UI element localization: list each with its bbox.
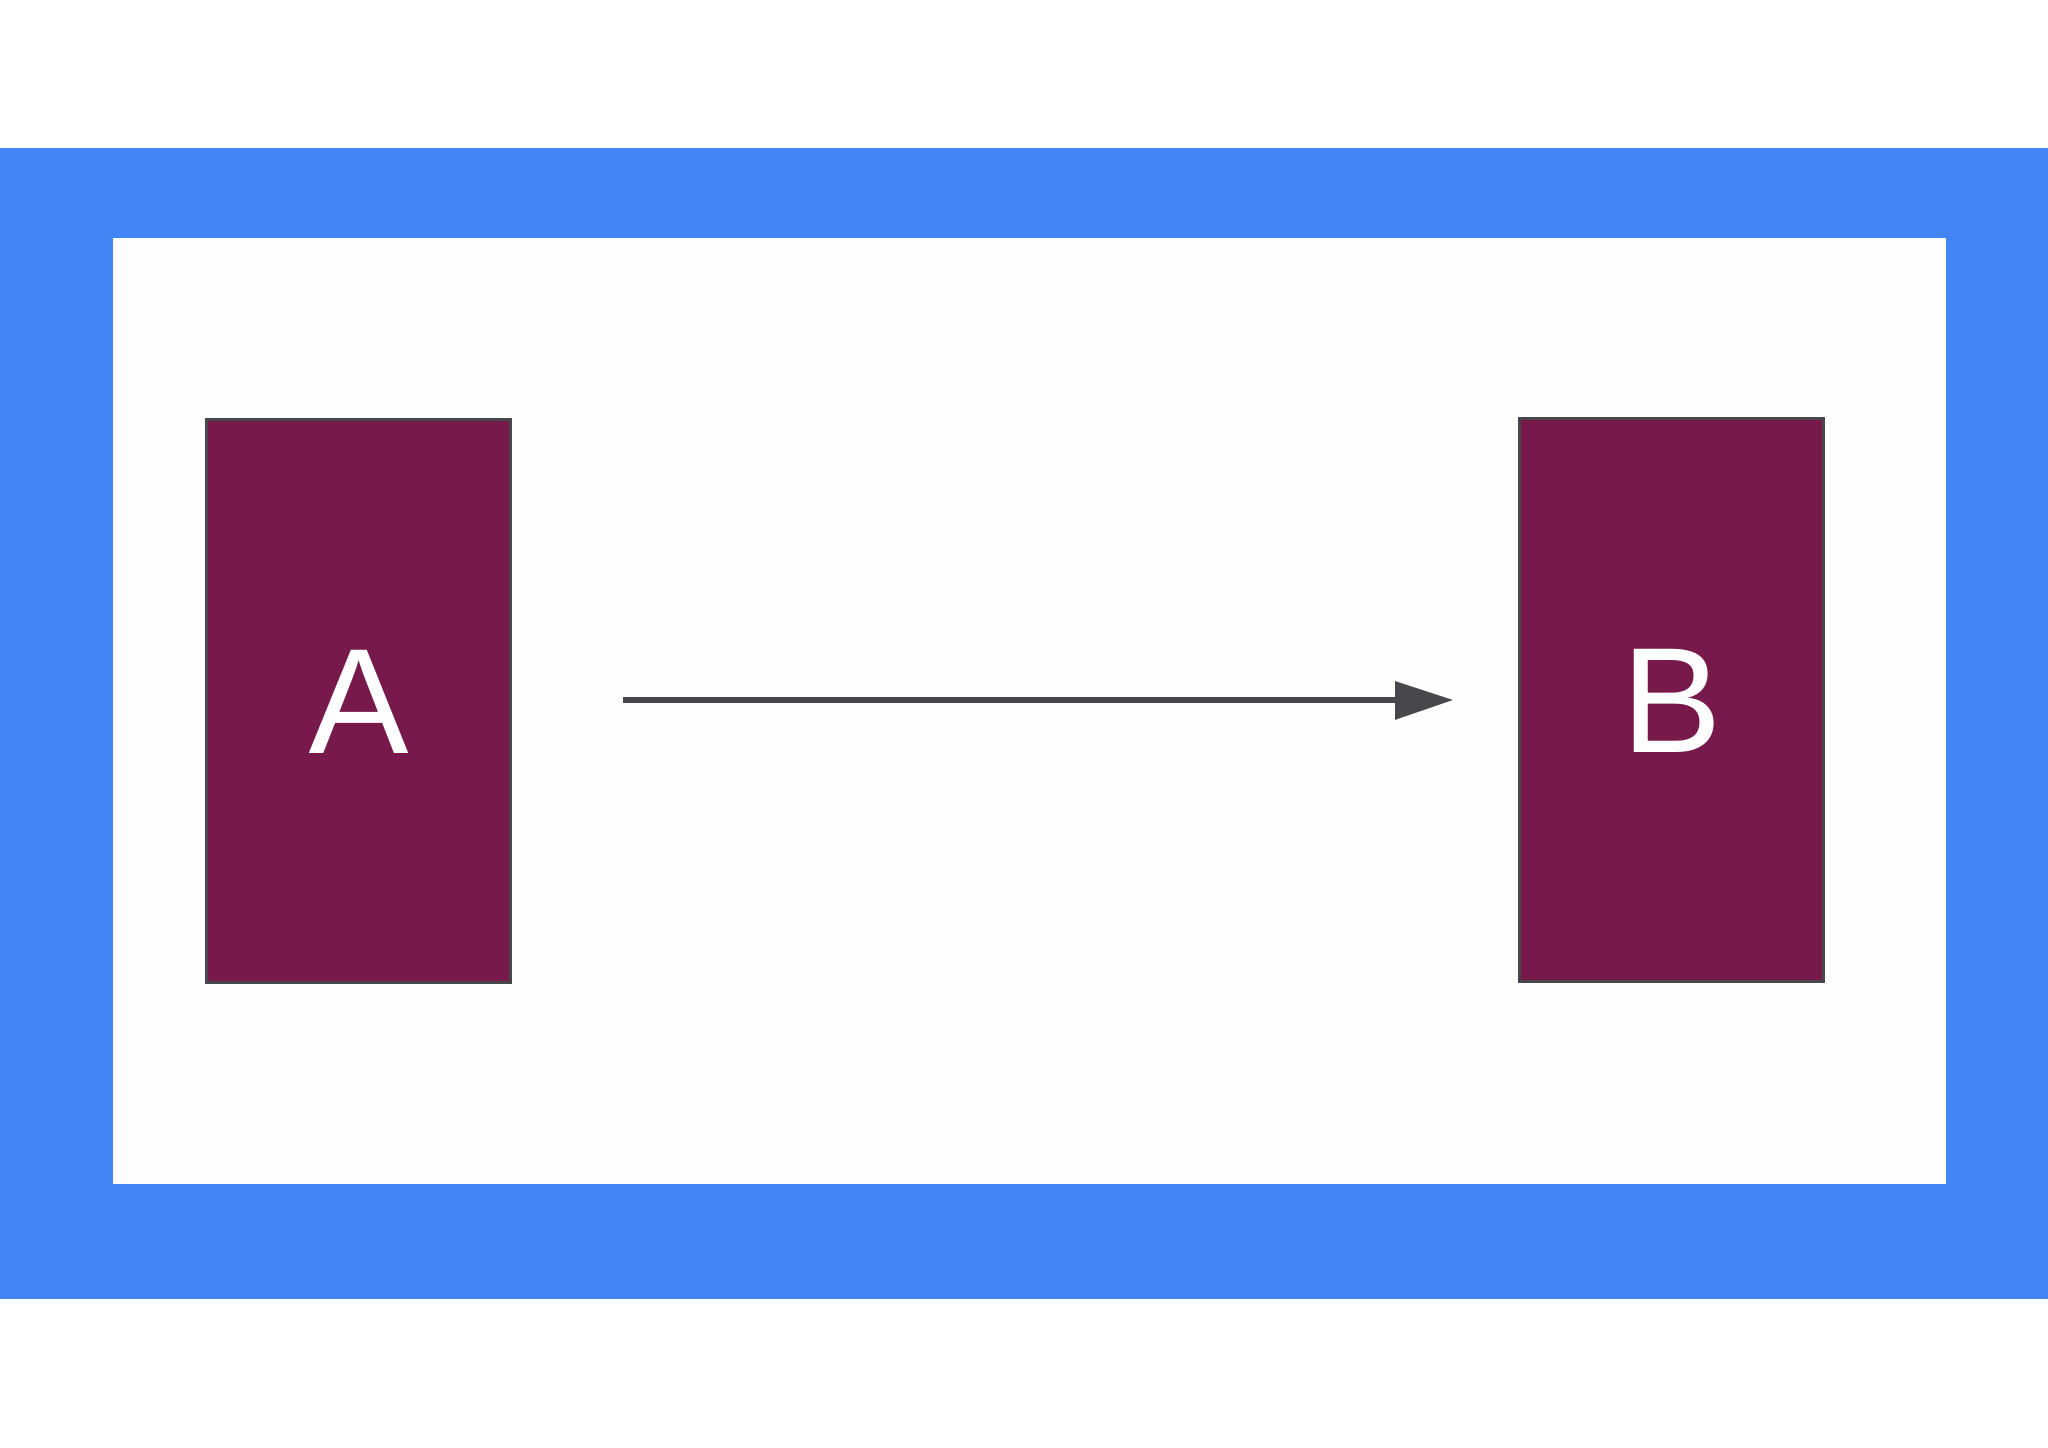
node-b-label: B <box>1621 616 1722 784</box>
node-a[interactable]: A <box>205 418 512 984</box>
node-b[interactable]: B <box>1518 417 1825 983</box>
node-a-label: A <box>308 617 409 785</box>
